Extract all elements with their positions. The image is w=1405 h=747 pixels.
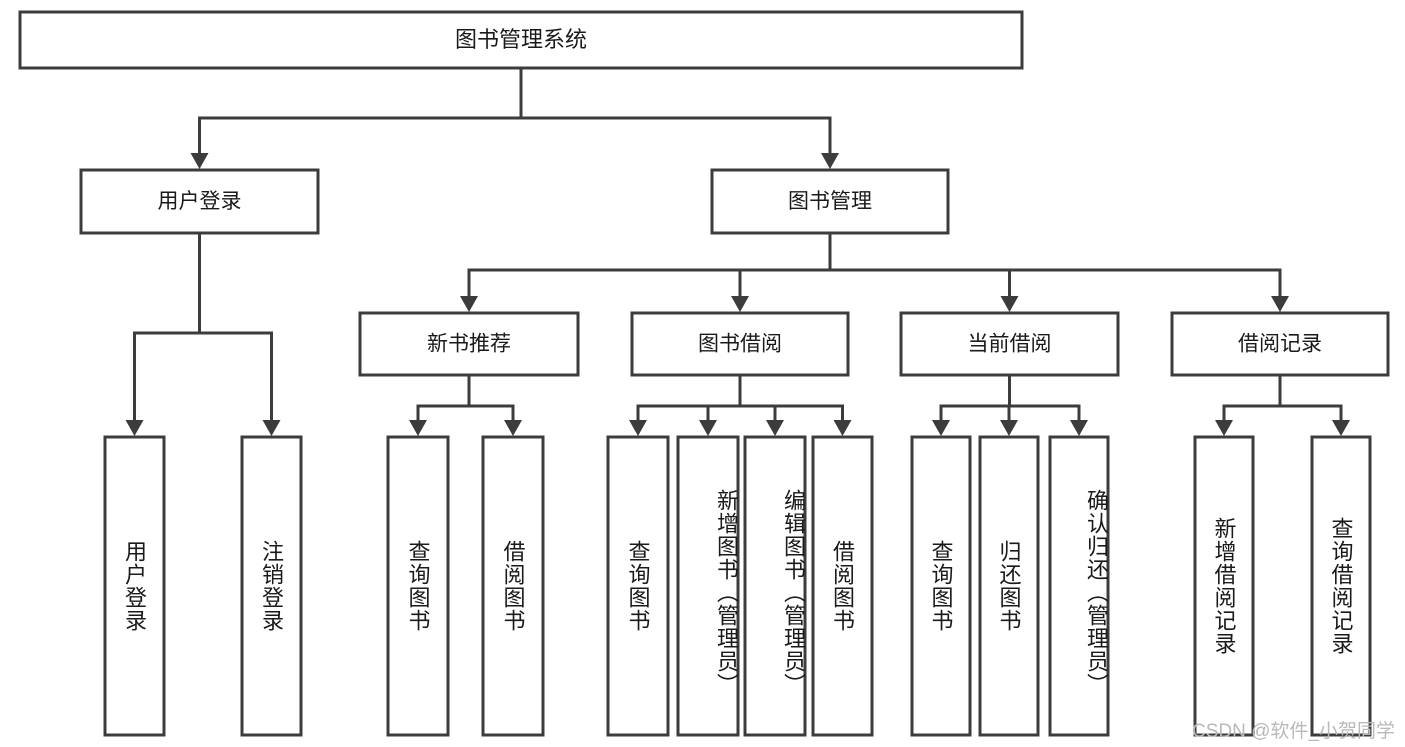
arrow-head-icon bbox=[731, 296, 749, 312]
connector-newbook bbox=[409, 373, 522, 436]
node-box[interactable] bbox=[79, 168, 320, 235]
connector-current bbox=[932, 373, 1088, 436]
node-box[interactable] bbox=[978, 435, 1040, 737]
arrow-head-icon bbox=[409, 420, 427, 436]
node-label: 用户登录 bbox=[158, 190, 242, 213]
node-leaf4[interactable] bbox=[481, 435, 545, 737]
edges-layer bbox=[125, 66, 1350, 436]
arrow-head-icon bbox=[1070, 420, 1088, 436]
node-leaf1[interactable] bbox=[103, 435, 166, 737]
node-box[interactable] bbox=[1048, 435, 1110, 737]
node-label: 借阅记录 bbox=[1238, 333, 1322, 356]
node-leaf10[interactable] bbox=[978, 435, 1040, 737]
node-box[interactable] bbox=[743, 435, 807, 737]
arrow-head-icon bbox=[833, 420, 852, 436]
node-leaf12[interactable] bbox=[1193, 435, 1255, 737]
node-borrow[interactable]: 图书借阅 bbox=[630, 311, 850, 377]
node-record[interactable]: 借阅记录 bbox=[1170, 311, 1390, 377]
node-leaf11[interactable] bbox=[1048, 435, 1110, 737]
node-box[interactable] bbox=[630, 311, 850, 377]
node-leaf5[interactable] bbox=[606, 435, 670, 737]
arrow-head-icon bbox=[629, 420, 647, 436]
arrow-head-icon bbox=[1000, 296, 1019, 312]
arrow-head-icon bbox=[699, 420, 717, 436]
arrow-head-icon bbox=[460, 296, 478, 312]
connector-borrow bbox=[629, 373, 852, 436]
node-leaf7[interactable] bbox=[743, 435, 807, 737]
node-newbook[interactable]: 新书推荐 bbox=[358, 311, 580, 377]
node-box[interactable] bbox=[240, 435, 303, 737]
node-current[interactable]: 当前借阅 bbox=[899, 311, 1120, 377]
node-box[interactable] bbox=[811, 435, 874, 737]
node-box[interactable] bbox=[1170, 311, 1390, 377]
node-label: 图书管理系统 bbox=[455, 27, 587, 52]
node-login[interactable]: 用户登录 bbox=[79, 168, 320, 235]
node-label: 图书管理 bbox=[788, 190, 872, 213]
node-leaf9[interactable] bbox=[910, 435, 972, 737]
arrow-head-icon bbox=[504, 420, 522, 436]
node-box[interactable] bbox=[606, 435, 670, 737]
arrow-head-icon bbox=[821, 153, 839, 169]
arrow-head-icon bbox=[932, 420, 950, 436]
node-box[interactable] bbox=[1193, 435, 1255, 737]
arrow-head-icon bbox=[1332, 420, 1350, 436]
arrow-head-icon bbox=[1000, 420, 1018, 436]
node-label: 新书推荐 bbox=[427, 333, 511, 356]
arrow-head-icon bbox=[766, 420, 784, 436]
connector-root bbox=[190, 66, 839, 169]
node-label: 图书借阅 bbox=[698, 333, 782, 356]
arrow-head-icon bbox=[262, 420, 281, 436]
node-bookmgmt[interactable]: 图书管理 bbox=[710, 168, 950, 235]
node-box[interactable] bbox=[103, 435, 166, 737]
node-box[interactable] bbox=[386, 435, 450, 737]
connector-bookmgmt bbox=[460, 231, 1289, 312]
node-leaf8[interactable] bbox=[811, 435, 874, 737]
node-box[interactable] bbox=[899, 311, 1120, 377]
arrow-head-icon bbox=[190, 153, 209, 169]
node-leaf2[interactable] bbox=[240, 435, 303, 737]
node-leaf13[interactable] bbox=[1310, 435, 1372, 737]
connector-record bbox=[1215, 373, 1350, 436]
node-leaf3[interactable] bbox=[386, 435, 450, 737]
node-box[interactable] bbox=[676, 435, 740, 737]
arrow-head-icon bbox=[1215, 420, 1233, 436]
node-leaf6[interactable] bbox=[676, 435, 740, 737]
node-box[interactable] bbox=[18, 10, 1024, 70]
connector-login bbox=[125, 231, 281, 436]
node-box[interactable] bbox=[481, 435, 545, 737]
node-label: 当前借阅 bbox=[968, 333, 1052, 356]
node-box[interactable] bbox=[358, 311, 580, 377]
node-root[interactable]: 图书管理系统 bbox=[18, 10, 1024, 70]
node-box[interactable] bbox=[710, 168, 950, 235]
arrow-head-icon bbox=[1271, 296, 1289, 312]
arrow-head-icon bbox=[125, 420, 144, 436]
node-box[interactable] bbox=[910, 435, 972, 737]
node-box[interactable] bbox=[1310, 435, 1372, 737]
